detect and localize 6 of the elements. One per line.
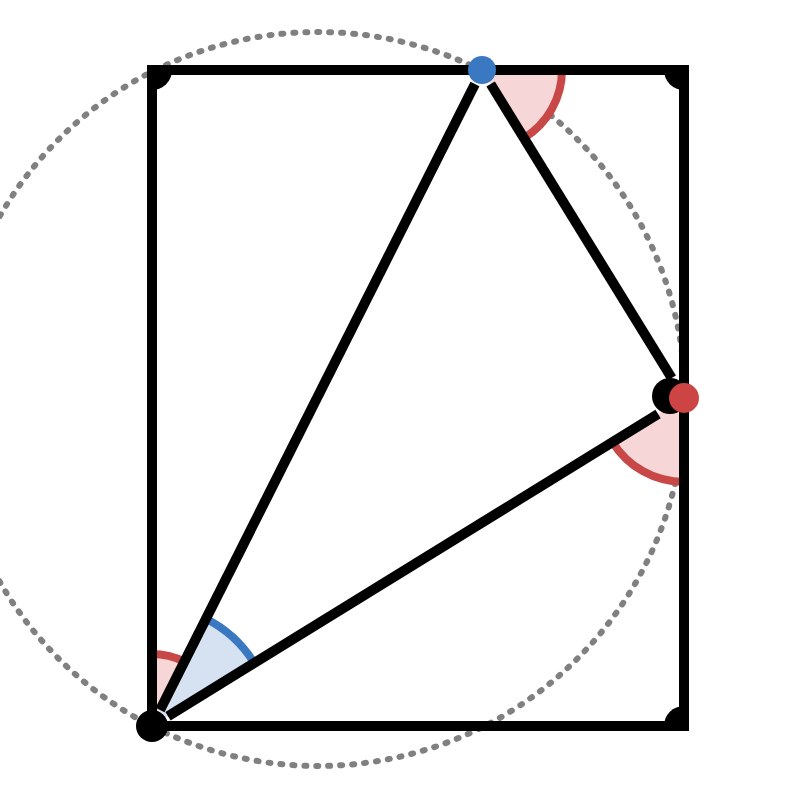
line-segment: [155, 81, 480, 713]
point-dot: [136, 710, 168, 742]
line-segment: [165, 409, 661, 721]
point-dot: [468, 56, 496, 84]
line-segment: [486, 81, 676, 381]
point-dot: [652, 378, 699, 414]
